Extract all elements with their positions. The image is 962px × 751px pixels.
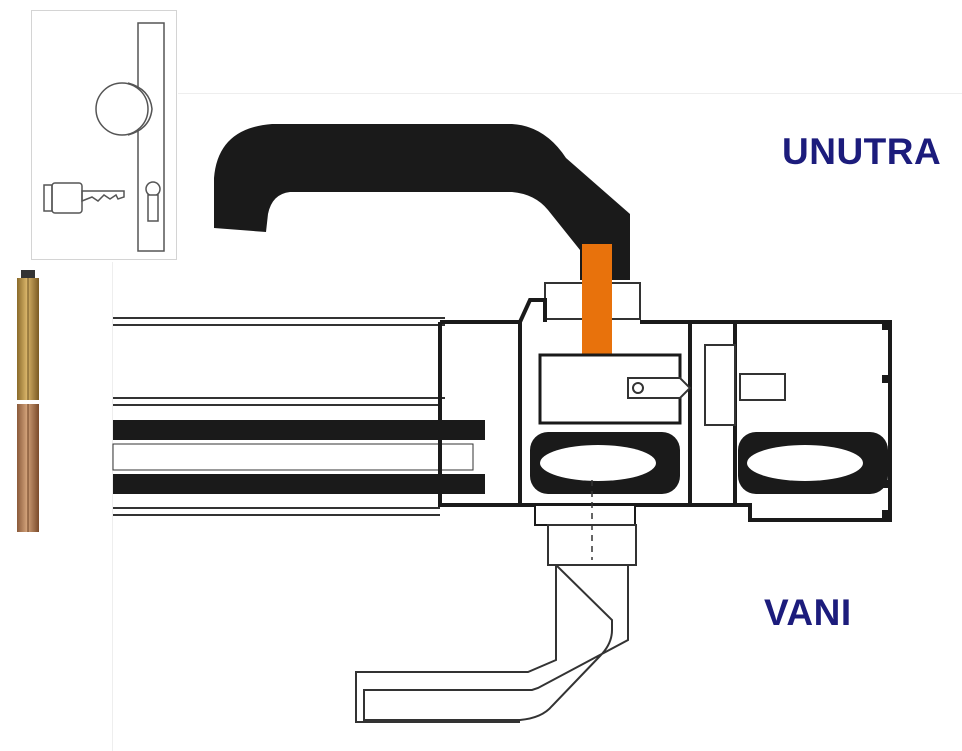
chamber-right-inner: [747, 445, 863, 481]
outer-handle: [214, 124, 630, 280]
inside-label: VANI: [764, 592, 852, 633]
inner-handle: [363, 564, 629, 721]
key-icon: [43, 182, 125, 214]
frame-line-top: [178, 93, 962, 94]
strike-plate: [704, 344, 736, 426]
outside-label: UNUTRA: [782, 131, 942, 172]
frame-notches: [882, 322, 892, 518]
lock-chamber: [538, 353, 682, 425]
inner-rose: [534, 504, 636, 526]
chamber-left-inner: [540, 445, 656, 481]
strike-bolt: [739, 373, 786, 401]
glass-pane-gap: [112, 443, 474, 471]
glass-pane-dark-1: [113, 420, 485, 440]
lever-handle-escutcheon-illustration: [43, 22, 165, 252]
frame-line-left: [112, 262, 113, 751]
glass-pane-dark-2: [113, 474, 485, 494]
lever-handle-thumbnail: [31, 10, 177, 260]
spindle-bar-photo: [17, 270, 39, 532]
lock-latch-pin: [632, 382, 644, 394]
glazing-profile: [113, 317, 445, 516]
lock-latch: [627, 377, 692, 399]
